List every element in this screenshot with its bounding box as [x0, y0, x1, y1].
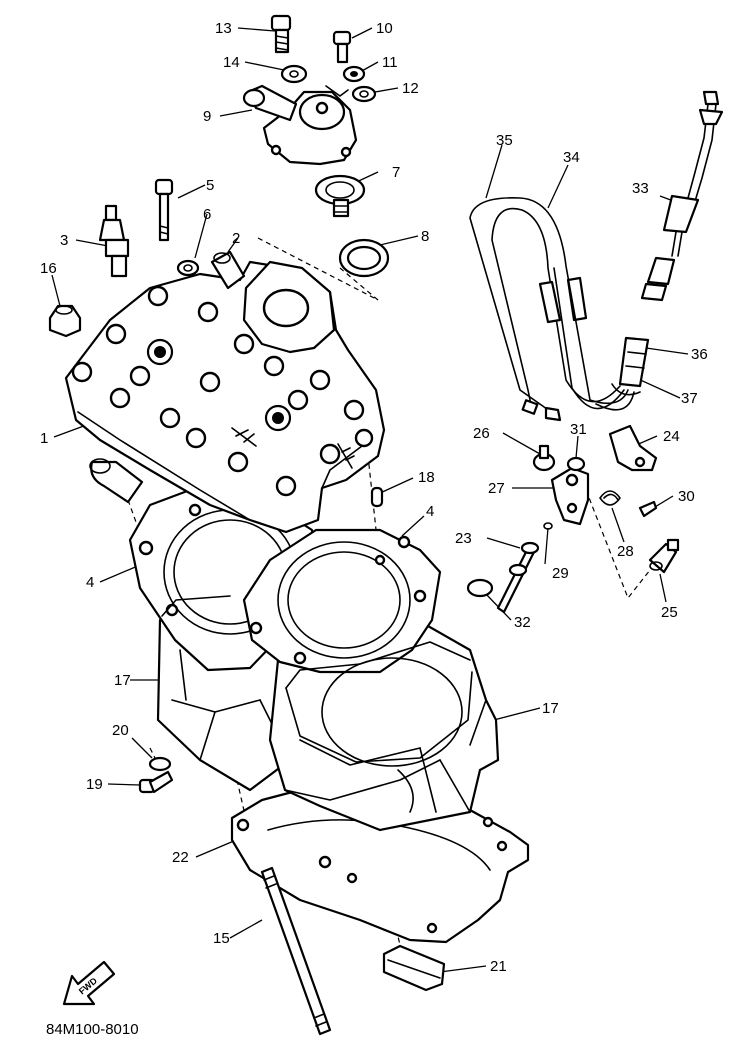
callout-13: 13 — [215, 20, 232, 37]
callout-1: 1 — [40, 430, 48, 447]
callout-12: 12 — [402, 80, 419, 97]
pulley-screw — [532, 444, 556, 472]
callout-4-right: 4 — [426, 503, 434, 520]
pin — [638, 500, 658, 518]
power-valve-cable — [640, 90, 724, 302]
cylinder-head — [64, 260, 386, 534]
plain-washer — [351, 85, 377, 103]
callout-36: 36 — [691, 346, 708, 363]
callout-18: 18 — [418, 469, 435, 486]
cable-joint — [611, 383, 641, 396]
callout-26: 26 — [473, 425, 490, 442]
callout-24: 24 — [663, 428, 680, 445]
callout-29: 29 — [552, 565, 569, 582]
reference-number: 84M100-8010 — [46, 1021, 139, 1038]
servo-fitting — [648, 538, 680, 574]
callout-33: 33 — [632, 180, 649, 197]
callout-11: 11 — [382, 54, 398, 71]
dowel-pin — [370, 486, 384, 508]
head-gasket-right — [242, 528, 442, 674]
callout-19: 19 — [86, 776, 103, 793]
callout-32: 32 — [514, 614, 531, 631]
callout-5: 5 — [206, 177, 214, 194]
pulley-bracket — [608, 424, 658, 472]
rod-washer — [466, 578, 494, 598]
stud-bolt — [260, 866, 332, 1036]
callout-4-left: 4 — [86, 574, 94, 591]
head-fitting — [210, 250, 246, 290]
cover-bolt — [332, 30, 352, 64]
callout-30: 30 — [678, 488, 695, 505]
callout-7: 7 — [392, 164, 400, 181]
callout-16: 16 — [40, 260, 57, 277]
thermostat-seal — [338, 238, 390, 278]
callout-27: 27 — [488, 480, 505, 497]
callout-10: 10 — [376, 20, 393, 37]
callout-15: 15 — [213, 930, 230, 947]
return-spring — [599, 490, 621, 506]
callout-14: 14 — [223, 54, 240, 71]
callout-37: 37 — [681, 390, 698, 407]
bleed-bolt — [270, 14, 292, 54]
valve-rod — [496, 541, 540, 614]
pulley-nut — [566, 456, 586, 472]
callout-23: 23 — [455, 530, 472, 547]
front-direction-arrow: FWD — [62, 960, 116, 1006]
callout-2: 2 — [232, 230, 240, 247]
washer — [176, 259, 200, 277]
callout-22: 22 — [172, 849, 189, 866]
callout-25: 25 — [661, 604, 678, 621]
drain-gasket — [148, 756, 172, 772]
callout-20: 20 — [112, 722, 129, 739]
callout-34: 34 — [563, 149, 580, 166]
callout-31: 31 — [570, 421, 587, 438]
exhaust-seal — [382, 944, 446, 992]
callout-3: 3 — [60, 232, 68, 249]
callout-8: 8 — [421, 228, 429, 245]
callout-labels: 13 14 9 10 11 12 7 8 5 6 2 3 16 1 18 4 4… — [40, 20, 708, 975]
spark-plug — [98, 204, 130, 278]
cap-nut — [48, 304, 82, 338]
callout-21: 21 — [490, 958, 507, 975]
callout-9: 9 — [203, 108, 211, 125]
callout-6: 6 — [203, 206, 211, 223]
cable-adjuster — [618, 336, 650, 388]
callout-17-right: 17 — [542, 700, 559, 717]
head-bolt — [154, 178, 174, 242]
cable-1 — [491, 207, 625, 415]
drain-bolt — [138, 770, 174, 794]
cable-2 — [469, 197, 635, 422]
bleed-washer — [280, 64, 308, 84]
callout-35: 35 — [496, 132, 513, 149]
callout-28: 28 — [617, 543, 634, 560]
thermostat-cover — [242, 84, 358, 166]
callout-17-left: 17 — [114, 672, 131, 689]
thermostat — [314, 174, 366, 218]
valve-pulley — [550, 466, 590, 526]
clip — [543, 522, 553, 530]
head-gasket-lower — [161, 595, 473, 767]
